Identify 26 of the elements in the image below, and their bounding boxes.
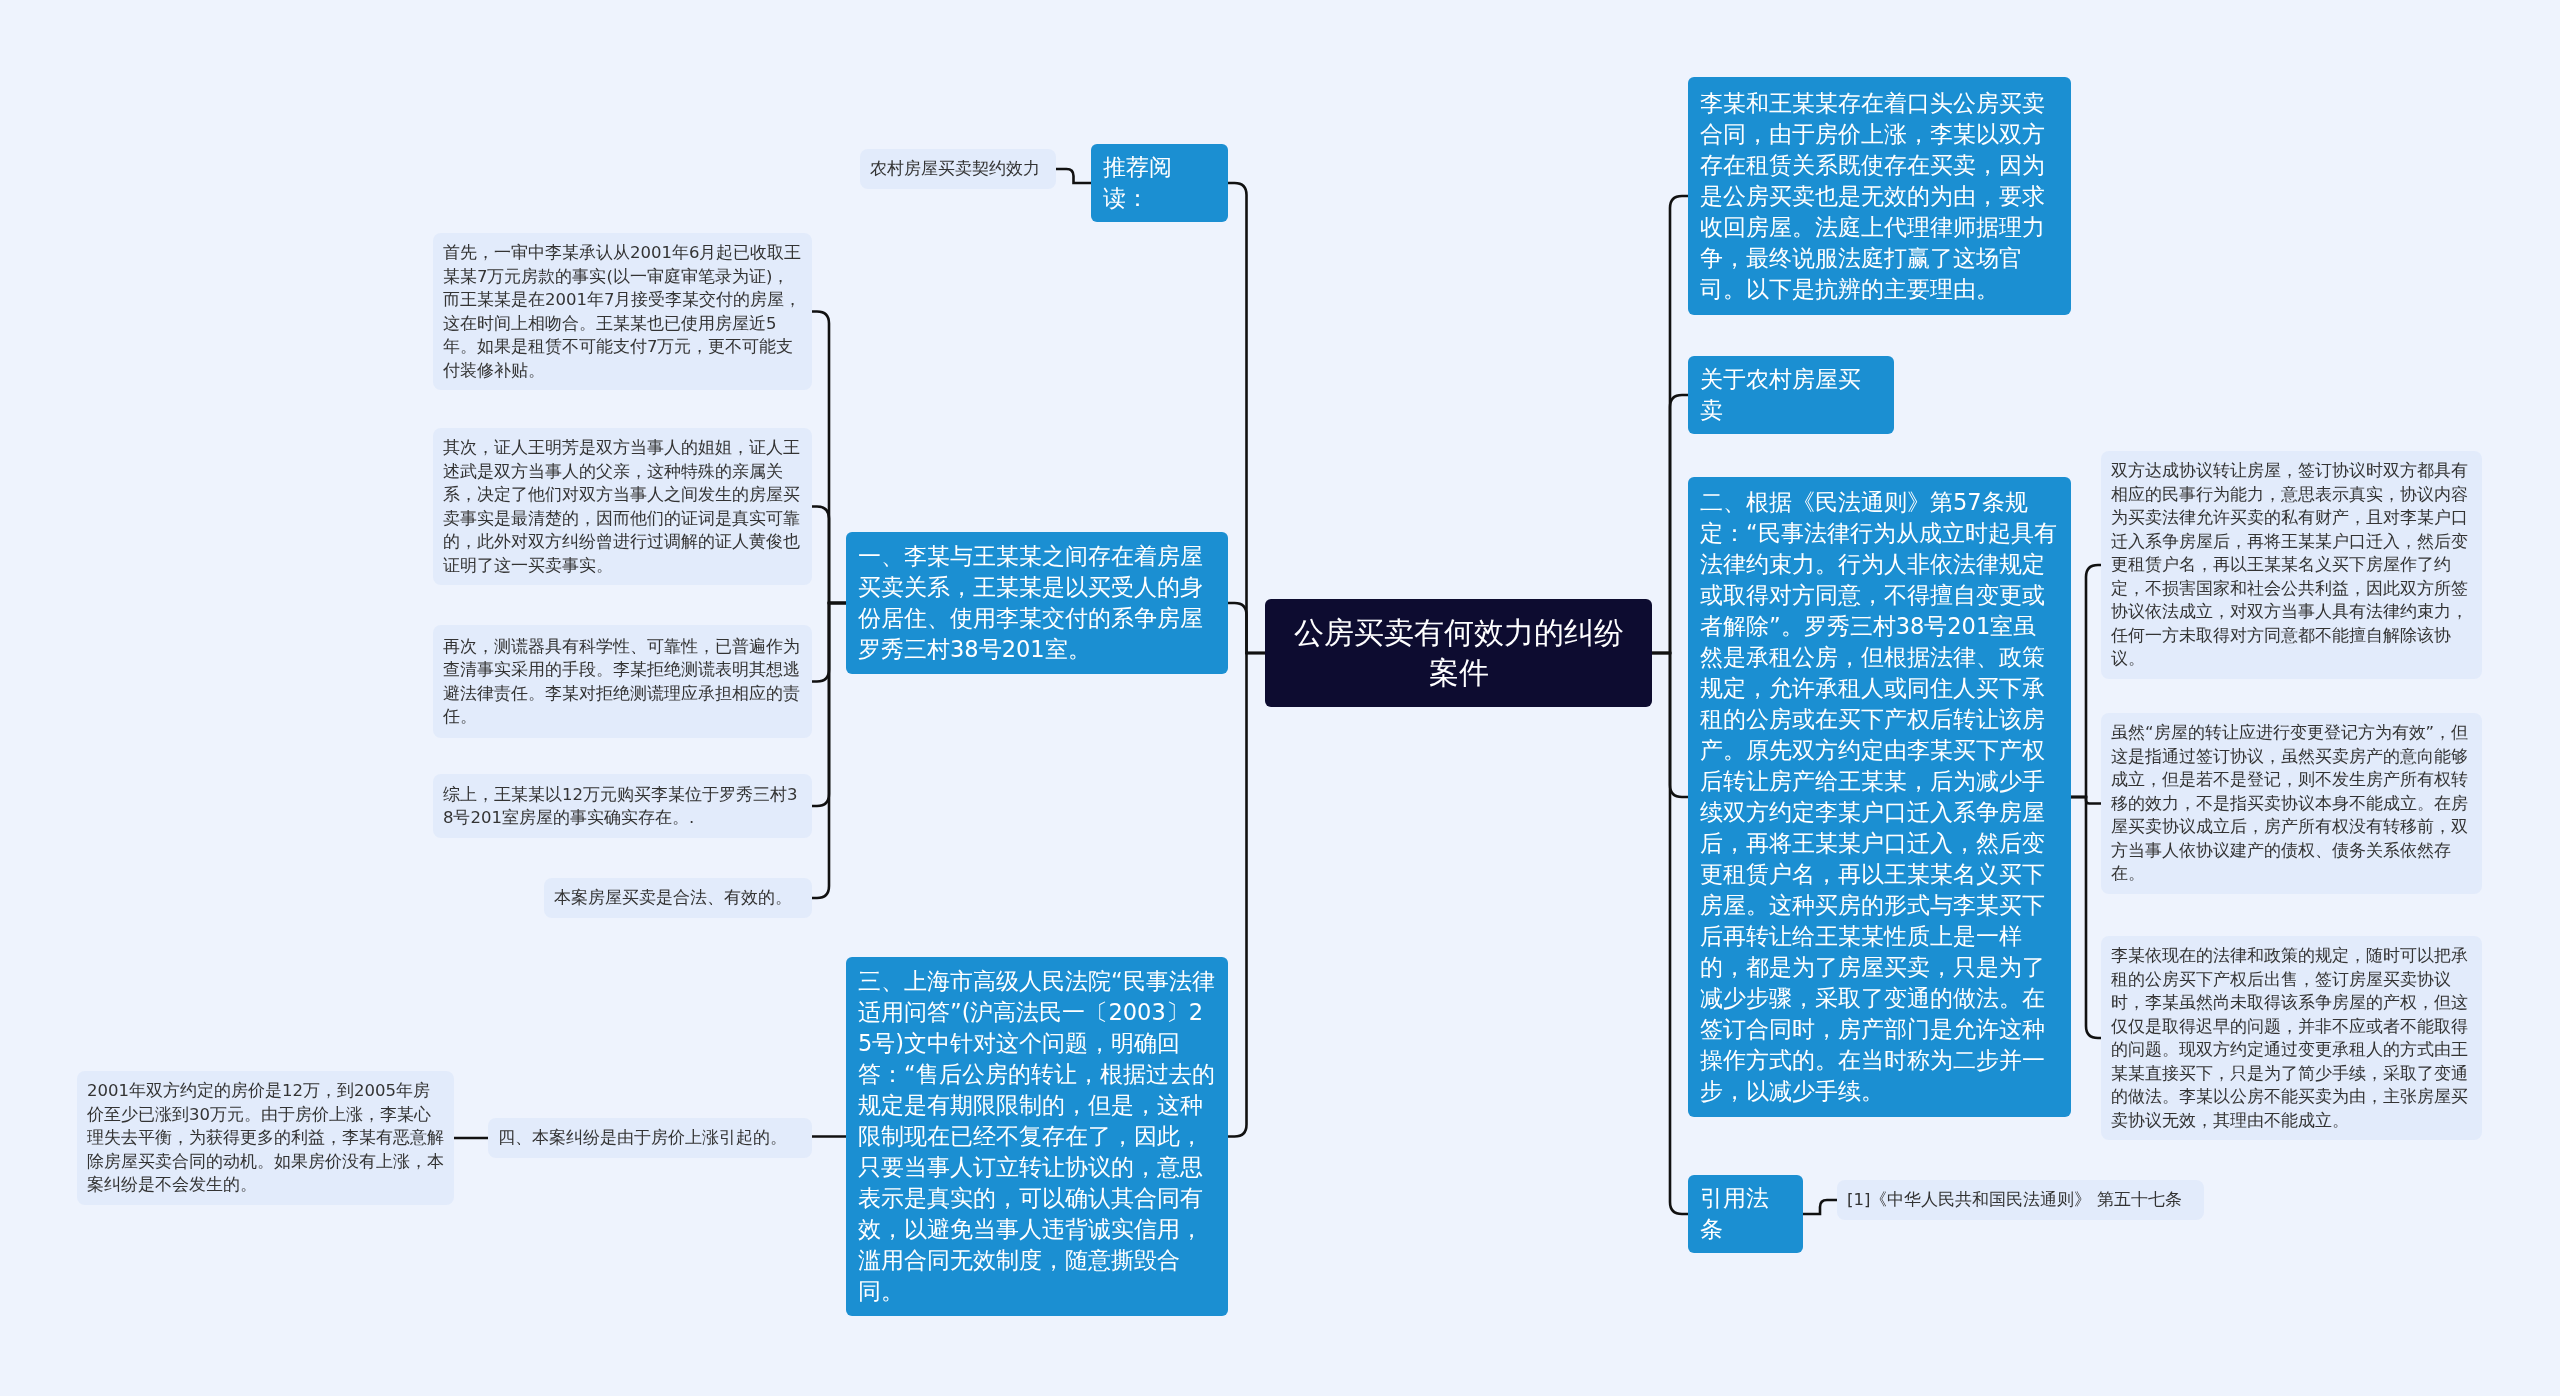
- note-box: 李某依现在的法律和政策的规定，随时可以把承租的公房买下产权后出售，签订房屋买卖协议时，李某虽然尚未取得该系争房屋的产权，但这仅仅是取得迟早的问题，并非不应或者不能取得的问题。现双方约定通过变更承租人的方式由王某某直接买下，只是为了简少手续，采取了变通的做法。李某以公房不能买卖为由，主张房屋买卖协议无效，其理由不能成立。: [2101, 936, 2482, 1140]
- central-topic-box: 公房买卖有何效力的纠纷案件: [1265, 599, 1652, 707]
- note-box: 虽然“房屋的转让应进行变更登记方为有效”，但这是指通过签订协议，虽然买卖房产的意向能够成立，但是若不是登记，则不发生房产所有权转移的效力，不是指买卖协议本身不能成立。在房屋买卖协议成立后，房产所有权没有转移前，双方当事人依协议建产的债权、债务关系依然存在。: [2101, 713, 2482, 894]
- connector-line: [1228, 651, 1265, 1138]
- connector-line: [812, 1135, 846, 1138]
- note-box: 农村房屋买卖契约效力: [860, 149, 1056, 189]
- note-box: 本案房屋买卖是合法、有效的。: [544, 878, 812, 918]
- connector-line: [1803, 1198, 1837, 1216]
- note-box: [1]《中华人民共和国民法通则》 第五十七条: [1837, 1180, 2204, 1220]
- topic-box: 引用法条: [1688, 1175, 1803, 1253]
- connector-line: [454, 1136, 488, 1140]
- note-box: 四、本案纠纷是由于房价上涨引起的。: [488, 1118, 812, 1158]
- topic-box: 一、李某与王某某之间存在着房屋买卖关系，王某某是以买受人的身份居住、使用李某交付的系争房屋罗秀三村38号201室。: [846, 532, 1228, 674]
- note-box: 再次，测谎器具有科学性、可靠性，已普遍作为查清事实采用的手段。李某拒绝测谎表明其想逃避法律责任。李某对拒绝测谎理应承担相应的责任。: [433, 625, 812, 738]
- note-box: 2001年双方约定的房价是12万，到2005年房价至少已涨到30万元。由于房价上涨，李某心理失去平衡，为获得更多的利益，李某有恶意解除房屋买卖合同的动机。如果房价没有上涨，本案纠纷是不会发生的。: [77, 1071, 454, 1205]
- topic-box: 李某和王某某存在着口头公房买卖合同，由于房价上涨，李某以双方存在租赁关系既使存在买卖，因为是公房买卖也是无效的为由，要求收回房屋。法庭上代理律师据理力争，最终说服法庭打赢了这场官司。以下是抗辨的主要理由。: [1688, 77, 2071, 315]
- note-box: 首先，一审中李某承认从2001年6月起已收取王某某7万元房款的事实(以一审庭审笔录为证)，而王某某是在2001年7月接受李某交付的房屋，这在时间上相吻合。王某某也已使用房屋近5年。如果是租赁不可能支付7万元，更不可能支付装修补贴。: [433, 233, 812, 390]
- topic-box: 三、上海市高级人民法院“民事法律适用问答”(沪高法民一〔2003〕25号)文中针对这个问题，明确回答：“售后公房的转让，根据过去的规定是有期限限制的，但是，这种限制现在已经不复存在了，因此，只要当事人订立转让协议的，意思表示是真实的，可以确认其合同有效，以避免当事人违背诚实信用，滥用合同无效制度，随意撕毁合同。: [846, 957, 1228, 1316]
- note-box: 综上，王某某以12万元购买李某位于罗秀三村38号201室房屋的事实确实存在。.: [433, 774, 812, 838]
- topic-box: 关于农村房屋买卖: [1688, 356, 1894, 434]
- connector-line: [812, 601, 846, 900]
- topic-box: 二、根据《民法通则》第57条规定：“民事法律行为从成立时起具有法律约束力。行为人非依法律规定或取得对方同意，不得擅自变更或者解除”。罗秀三村38号201室虽然是承租公房，但根据法律、政策规定，允许承租人或同住人买下承租的公房或在买下产权后转让该房产。原先双方约定由李某买下产权后转让房产给王某某，后为减少手续双方约定李某户口迁入系争房屋后，再将王某某户口迁入，然后变更租赁户名，再以王某某名义买下房屋。这种买房的形式与李某买下后再转让给王某某性质上是一样的，都是为了房屋买卖，只是为了减少步骤，采取了变通的做法。在签订合同时，房产部门是允许这种操作方式的。在当时称为二步并一步，以减少手续。: [1688, 477, 2071, 1117]
- note-box: 其次，证人王明芳是双方当事人的姐姐，证人王述武是双方当事人的父亲，这种特殊的亲属关系，决定了他们对双方当事人之间发生的房屋买卖事实是最清楚的，因而他们的证词是真实可靠的，此外对双方纠纷曾进行过调解的证人黄俊也证明了这一买卖事实。: [433, 428, 812, 585]
- note-box: 双方达成协议转让房屋，签订协议时双方都具有相应的民事行为能力，意思表示真实，协议内容为买卖法律允许买卖的私有财产，且对李某户口迁入系争房屋后，再将王某某户口迁入，然后变更租赁户名，再以王某某名义买下房屋作了约定，不损害国家和社会公共利益，因此双方所签协议依法成立，对双方当事人具有法律约束力，任何一方未取得对方同意都不能擅自解除该协议。: [2101, 451, 2482, 679]
- topic-box: 推荐阅读：: [1091, 144, 1228, 222]
- connector-line: [1056, 167, 1091, 185]
